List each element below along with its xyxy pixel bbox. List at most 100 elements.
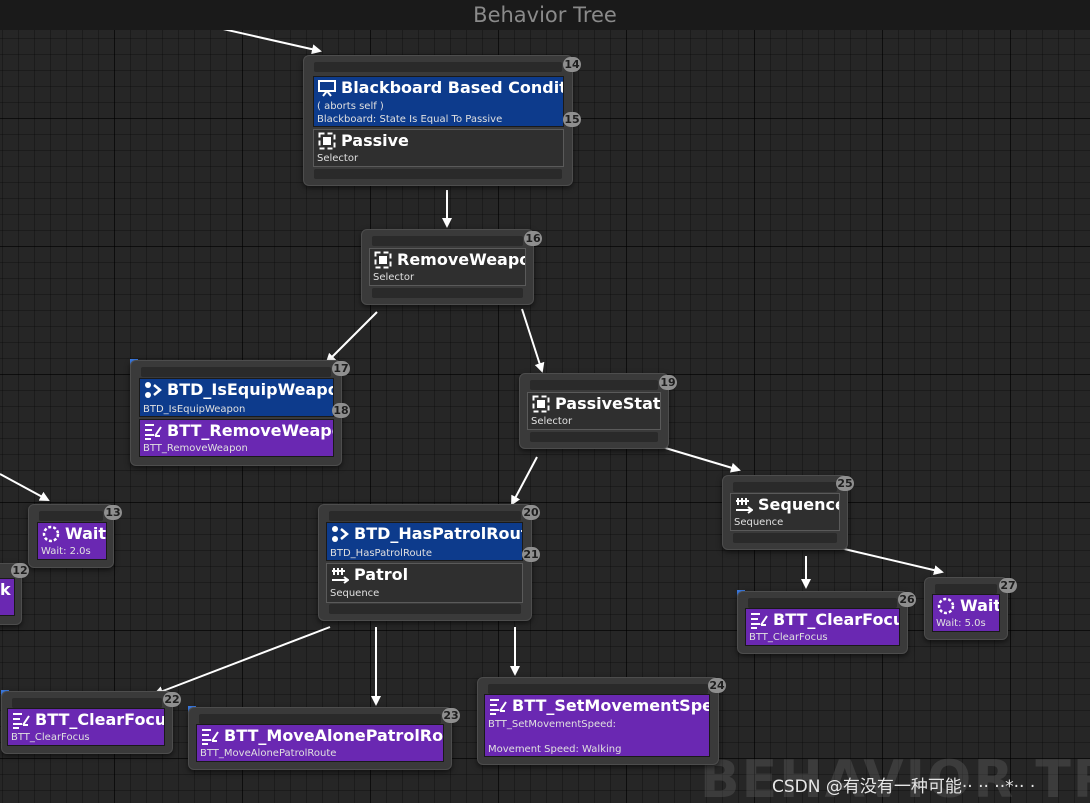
- node-input-pin[interactable]: [329, 511, 521, 521]
- node-input-pin[interactable]: [733, 482, 837, 492]
- decorator-index: 18: [332, 403, 350, 418]
- node-move-alone-patrol-route[interactable]: 23 BTT_MoveAlonePatrolRoute BTT_MoveAlon…: [188, 707, 460, 770]
- execution-index: 19: [659, 375, 677, 390]
- task-partial-left[interactable]: k: [0, 578, 15, 616]
- node-input-pin[interactable]: [141, 367, 331, 377]
- selector-icon: [532, 395, 550, 413]
- decorator-description: BTD_IsEquipWeapon: [143, 404, 246, 415]
- task-bp-icon: [144, 422, 162, 440]
- composite-passivestate-selector[interactable]: PassiveState Selector: [527, 392, 661, 430]
- task-bp-icon: [750, 611, 768, 629]
- selector-icon: [318, 132, 336, 150]
- node-remove-weapon[interactable]: 16 RemoveWeapon Selector: [361, 229, 542, 305]
- composite-title: Passive: [341, 131, 409, 150]
- decorator-description: BTD_HasPatrolRoute: [330, 548, 432, 559]
- node-input-pin[interactable]: [530, 380, 658, 390]
- node-input-pin[interactable]: [488, 684, 708, 694]
- task-clear-focus-left[interactable]: BTT_ClearFocus BTT_ClearFocus: [7, 708, 165, 746]
- composite-sequence[interactable]: Sequence Sequence: [730, 493, 840, 531]
- composite-patrol-sequence[interactable]: Patrol Sequence: [326, 563, 523, 603]
- wire-patrol-clearfocus: [153, 626, 331, 696]
- node-input-pin[interactable]: [372, 236, 523, 246]
- node-input-pin[interactable]: [935, 584, 997, 594]
- composite-title: Patrol: [354, 565, 409, 584]
- execution-index: 20: [522, 505, 540, 520]
- node-input-pin[interactable]: [314, 62, 562, 72]
- execution-index: 14: [563, 57, 581, 72]
- node-is-equip-weapon[interactable]: 17 BTD_IsEquipWeapon BTD_IsEquipWeapon 1…: [130, 360, 350, 466]
- composite-removeweapon-selector[interactable]: RemoveWeapon Selector: [369, 248, 526, 286]
- blackboard-icon: [318, 79, 336, 97]
- task-description: BTT_RemoveWeapon: [143, 443, 248, 454]
- decorator-is-equip-weapon[interactable]: BTD_IsEquipWeapon BTD_IsEquipWeapon: [139, 378, 334, 417]
- task-remove-weapon[interactable]: BTT_RemoveWeapon BTT_RemoveWeapon: [139, 419, 334, 457]
- decorator-description: Blackboard: State Is Equal To Passive: [317, 114, 503, 125]
- decorator-index: 15: [563, 112, 581, 127]
- node-wait-right[interactable]: 27 Wait Wait: 5.0s: [924, 577, 1017, 640]
- task-title: BTT_MoveAlonePatrolRoute: [224, 726, 444, 745]
- decorator-title: Blackboard Based Condition: [341, 78, 563, 97]
- node-clear-focus-right[interactable]: 26 BTT_ClearFocus BTT_ClearFocus: [737, 591, 916, 654]
- node-sequence[interactable]: 25 Sequence Sequence: [722, 475, 854, 550]
- task-move-alone-patrol-route[interactable]: BTT_MoveAlonePatrolRoute BTT_MoveAlonePa…: [196, 724, 444, 762]
- node-output-pin[interactable]: [733, 533, 837, 543]
- composite-passive-selector[interactable]: Passive Selector: [313, 129, 564, 167]
- node-patrol[interactable]: 20 BTD_HasPatrolRoute BTD_HasPatrolRoute…: [318, 504, 540, 621]
- task-description: Wait: 2.0s: [41, 546, 91, 557]
- decorator-title: BTD_IsEquipWeapon: [167, 380, 334, 399]
- node-partial-left[interactable]: 12 k: [0, 563, 29, 625]
- composite-type: Sequence: [734, 517, 784, 528]
- task-set-movement-speed[interactable]: BTT_SetMovementSpeed BTT_SetMovementSpee…: [484, 694, 710, 757]
- decorator-abort-mode: ( aborts self ): [317, 101, 384, 112]
- task-description: BTT_ClearFocus: [11, 732, 90, 743]
- wire-removeweapon-passivestate: [521, 308, 545, 373]
- wire-sequence-wait: [839, 547, 944, 576]
- task-bp-icon: [12, 711, 30, 729]
- node-set-movement-speed[interactable]: 24 BTT_SetMovementSpeed BTT_SetMovementS…: [477, 677, 726, 765]
- task-description: BTT_ClearFocus: [749, 632, 828, 643]
- node-wait-left[interactable]: 13 Wait Wait: 2.0s: [28, 504, 122, 568]
- decorator-title: BTD_HasPatrolRoute: [354, 524, 523, 543]
- task-title: BTT_SetMovementSpeed: [512, 696, 709, 715]
- node-output-pin[interactable]: [314, 169, 562, 179]
- wait-icon: [937, 597, 955, 615]
- task-bp-icon: [201, 727, 219, 745]
- node-passive[interactable]: 14 Blackboard Based Condition ( aborts s…: [303, 55, 581, 186]
- task-title: Wait: [65, 524, 107, 543]
- execution-index: 26: [898, 592, 916, 607]
- node-clear-focus-left[interactable]: 22 BTT_ClearFocus BTT_ClearFocus: [1, 691, 181, 754]
- node-output-pin[interactable]: [530, 432, 658, 442]
- task-wait-right[interactable]: Wait Wait: 5.0s: [932, 594, 1000, 632]
- decorator-index: 21: [522, 547, 540, 562]
- execution-index: 16: [524, 231, 542, 246]
- execution-index: 24: [708, 678, 726, 693]
- wire-passivestate-sequence: [661, 446, 741, 473]
- decorator-bp-icon: [331, 525, 349, 543]
- task-clear-focus-right[interactable]: BTT_ClearFocus BTT_ClearFocus: [745, 608, 900, 646]
- composite-title: Sequence: [758, 495, 840, 514]
- decorator-has-patrol-route[interactable]: BTD_HasPatrolRoute BTD_HasPatrolRoute: [326, 522, 523, 561]
- execution-index: 27: [999, 578, 1017, 593]
- wire-left-wait: [0, 473, 50, 501]
- selector-icon: [374, 251, 392, 269]
- sequence-icon: [735, 496, 754, 514]
- task-title: k: [0, 580, 11, 599]
- execution-index: 22: [163, 692, 181, 707]
- execution-index: 23: [442, 708, 460, 723]
- node-output-pin[interactable]: [372, 288, 523, 298]
- task-wait-left[interactable]: Wait Wait: 2.0s: [37, 522, 107, 560]
- node-passive-state[interactable]: 19 PassiveState Selector: [519, 373, 677, 449]
- node-input-pin[interactable]: [12, 698, 162, 708]
- execution-index: 12: [11, 563, 29, 578]
- execution-index: 17: [332, 361, 350, 376]
- graph-title-bar: Behavior Tree: [0, 0, 1090, 30]
- node-input-pin[interactable]: [199, 714, 441, 724]
- node-input-pin[interactable]: [748, 598, 897, 608]
- credit-watermark: CSDN @有没有一种可能·· ·· ··*·· ·: [772, 777, 1036, 797]
- wire-passivestate-patrol: [511, 456, 538, 506]
- node-output-pin[interactable]: [329, 604, 521, 614]
- graph-watermark: BEHAVIOR TR: [700, 750, 1090, 803]
- decorator-blackboard-condition[interactable]: Blackboard Based Condition ( aborts self…: [313, 76, 564, 127]
- node-input-pin[interactable]: [39, 511, 103, 521]
